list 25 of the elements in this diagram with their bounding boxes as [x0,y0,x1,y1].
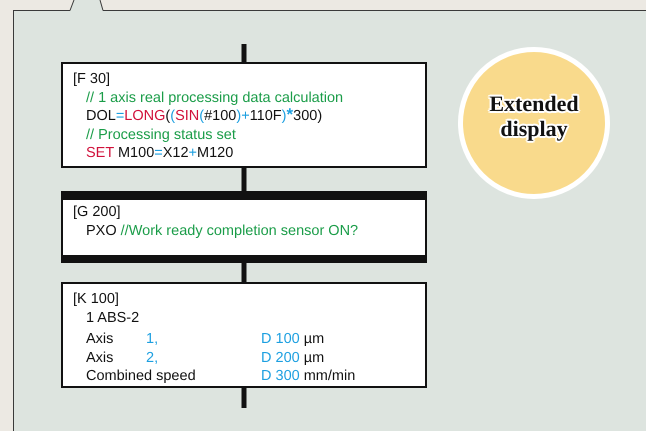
label-text: Axis [86,348,114,368]
step-label: [G 200] [73,203,121,222]
code-line: // 1 axis real processing data calculation [85,88,344,108]
flow-line [242,263,246,282]
code-block [61,191,427,263]
badge-text: Extended display [488,91,580,141]
step-label: [F 30] [73,70,110,89]
label-text: 1, [146,330,158,349]
value-text: D 100 µm [261,330,324,349]
code-line: PXO //Work ready completion sensor ON? [85,222,358,240]
code-block [61,62,427,168]
label-text: Axis [86,330,114,349]
code-line: // Processing status set [85,126,236,144]
flow-line [242,168,246,191]
flow-line [242,388,246,408]
value-text: D 200 µm [261,348,324,368]
code-line: DOL=LONG((SIN(#100)+110F)*300) [85,107,322,126]
code-line: SET M100=X12+M120 [85,144,234,163]
code-line: 1 ABS-2 [85,308,140,328]
value-text: D 300 mm/min [261,367,356,386]
step-label: [K 100] [73,290,119,309]
label-text: 2, [146,348,158,368]
code-block [61,282,427,388]
label-text: Combined speed [86,367,196,386]
flow-line [242,44,246,62]
